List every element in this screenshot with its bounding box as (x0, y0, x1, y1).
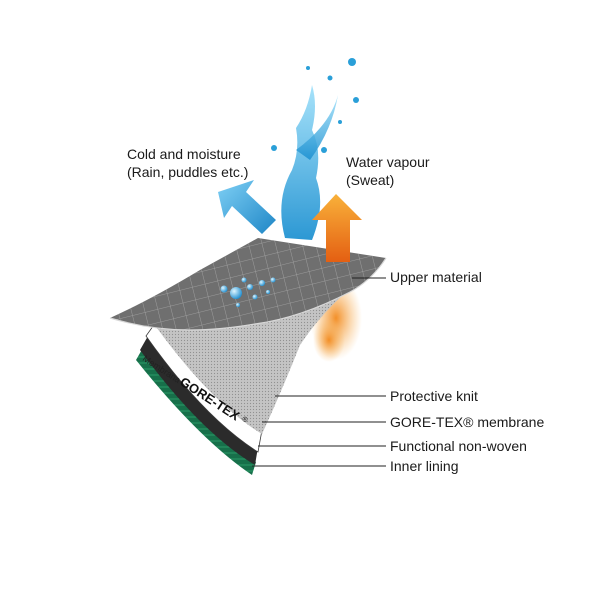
brand-registered-mark: ® (240, 415, 249, 425)
leader-lines (252, 277, 386, 467)
water-vapour-label: Water vapour (Sweat) (346, 153, 430, 189)
layer-label-inner-lining: Inner lining (390, 458, 459, 474)
layer-label-gore-tex-membrane: GORE-TEX® membrane (390, 414, 545, 430)
layer-label-functional-nonwoven: Functional non-woven (390, 438, 527, 454)
cold-moisture-line1: Cold and moisture (127, 146, 241, 162)
cold-moisture-line2: (Rain, puddles etc.) (127, 164, 249, 180)
water-splash (271, 58, 359, 240)
water-vapour-line1: Water vapour (346, 154, 430, 170)
water-vapour-line2: (Sweat) (346, 172, 395, 188)
vapour-escape-arrow-icon (312, 194, 362, 262)
cold-moisture-label: Cold and moisture (Rain, puddles etc.) (127, 145, 248, 181)
layer-label-protective-knit: Protective knit (390, 388, 478, 404)
water-droplets (220, 277, 276, 307)
layer-label-upper-material: Upper material (390, 269, 482, 285)
water-repelled-arrow-icon (218, 180, 276, 234)
upper-material-layer (109, 238, 387, 331)
